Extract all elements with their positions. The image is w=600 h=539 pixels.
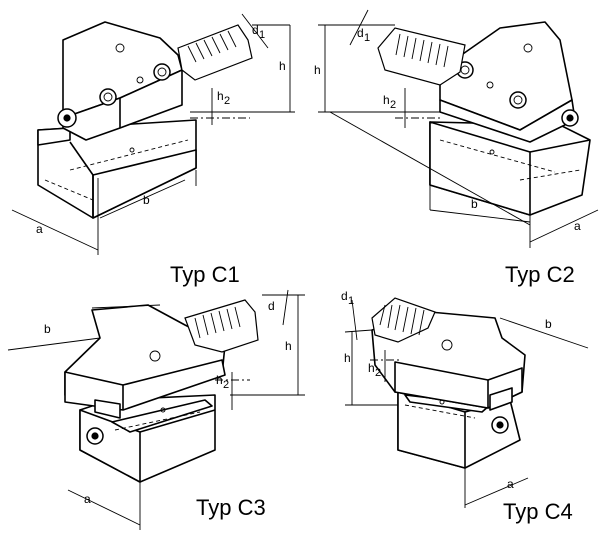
c4-label-h: h	[344, 351, 351, 365]
c3-label-d: d	[268, 299, 275, 313]
c1-upper-slide	[57, 21, 183, 141]
c2-upper-slide	[439, 21, 579, 143]
c4-label-h2: h	[368, 361, 375, 375]
c2-caption: Typ C2	[505, 262, 575, 287]
c2-label-h: h	[314, 63, 321, 77]
c3-label-a: a	[84, 492, 91, 506]
variant-c1-drawing: d 1 h h 2 b a Typ C1	[11, 13, 295, 287]
c3-dimensions	[7, 289, 305, 530]
c1-label-h2: h	[217, 89, 224, 103]
c4-toothed-shaft	[371, 297, 436, 343]
c4-label-d: d	[341, 289, 348, 303]
c2-toothed-shaft	[377, 27, 466, 86]
c2-label-h2: h	[383, 93, 390, 107]
c1-label-d-sub: 1	[259, 29, 265, 41]
c2-dimensions	[318, 9, 599, 248]
c1-label-h: h	[279, 59, 286, 73]
c3-label-h2-sub: 2	[223, 379, 229, 391]
c1-label-h2-sub: 2	[224, 95, 230, 107]
variant-c3-drawing: b d h h 2 a Typ C3	[7, 289, 305, 530]
c2-label-d: d	[357, 26, 364, 40]
c1-base-block	[37, 119, 197, 219]
c3-toothed-shaft	[184, 299, 259, 353]
c4-label-d-sub: 1	[348, 295, 354, 307]
c4-label-b: b	[545, 317, 552, 331]
c1-labels: d 1 h h 2 b a Typ C1	[36, 23, 286, 287]
c1-toothed-shaft	[177, 24, 253, 81]
c1-label-d: d	[252, 23, 259, 37]
c1-dimensions	[11, 13, 295, 255]
c2-label-h2-sub: 2	[390, 99, 396, 111]
c3-labels: b d h h 2 a Typ C3	[44, 299, 292, 520]
c1-label-b: b	[143, 193, 150, 207]
c2-label-d-sub: 1	[364, 32, 370, 44]
c2-labels: d 1 h h 2 b a Typ C2	[314, 26, 581, 287]
variant-c4-drawing: d 1 h h 2 b a Typ C4	[341, 289, 589, 524]
c4-caption: Typ C4	[503, 499, 573, 524]
c3-label-h: h	[285, 339, 292, 353]
c4-label-h2-sub: 2	[375, 367, 381, 379]
c4-label-a: a	[507, 477, 514, 491]
c4-base-block	[397, 391, 521, 469]
c2-label-a: a	[574, 219, 581, 233]
c3-label-b: b	[44, 322, 51, 336]
c1-caption: Typ C1	[170, 262, 240, 287]
c4-labels: d 1 h h 2 b a Typ C4	[341, 289, 573, 524]
c4-dimensions	[344, 299, 589, 508]
c3-caption: Typ C3	[196, 495, 266, 520]
variant-c2-drawing: d 1 h h 2 b a Typ C2	[314, 9, 599, 287]
c2-label-b: b	[471, 197, 478, 211]
c3-label-h2: h	[216, 373, 223, 387]
c3-upper-slide	[64, 304, 226, 419]
c1-label-a: a	[36, 222, 43, 236]
